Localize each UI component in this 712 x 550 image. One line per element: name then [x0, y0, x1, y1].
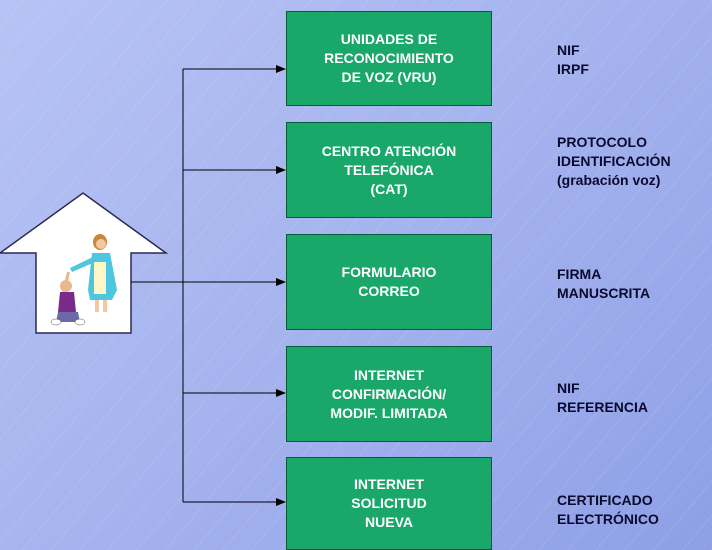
box-line: TELEFÓNICA: [344, 161, 434, 178]
house-arrow-icon: [0, 192, 169, 334]
note-line: NIF: [557, 380, 580, 396]
note-vru: NIF IRPF: [557, 41, 589, 79]
box-line: SOLICITUD: [351, 495, 427, 511]
note-line: PROTOCOLO: [557, 134, 647, 150]
box-line: CENTRO ATENCIÓN: [321, 142, 457, 159]
connectors: [131, 65, 286, 506]
box-internet-solicitud: INTERNET SOLICITUD NUEVA: [286, 457, 492, 550]
box-line: DE VOZ (VRU): [341, 69, 437, 85]
box-line: NUEVA: [365, 514, 413, 530]
box-internet-confirmacion: INTERNET CONFIRMACIÓN/ MODIF. LIMITADA: [286, 346, 492, 442]
note-line: CERTIFICADO: [557, 492, 653, 508]
box-line: CONFIRMACIÓN/: [331, 385, 447, 402]
box-line: INTERNET: [354, 366, 424, 383]
note-line: FIRMA: [557, 266, 602, 282]
note-line: IRPF: [557, 61, 589, 77]
note-line: NIF: [557, 42, 580, 58]
box-formulario: FORMULARIO CORREO: [286, 234, 492, 330]
note-internet-solicitud: CERTIFICADO ELECTRÓNICO: [557, 491, 659, 529]
note-line: IDENTIFICACIÓN: [557, 153, 671, 169]
mother-child-icon: [50, 234, 117, 326]
box-line: MODIF. LIMITADA: [330, 404, 448, 421]
note-line: MANUSCRITA: [557, 285, 651, 301]
note-line: (grabación voz): [557, 172, 661, 188]
box-line: INTERNET: [354, 476, 424, 492]
box-line: (CAT): [370, 180, 408, 197]
note-cat: PROTOCOLO IDENTIFICACIÓN (grabación voz): [557, 133, 671, 190]
note-formulario: FIRMA MANUSCRITA: [557, 265, 650, 303]
box-cat: CENTRO ATENCIÓN TELEFÓNICA (CAT): [286, 122, 492, 218]
box-line: CORREO: [358, 283, 420, 299]
box-line: RECONOCIMIENTO: [324, 50, 454, 66]
box-line: FORMULARIO: [341, 264, 437, 280]
note-internet-confirmacion: NIF REFERENCIA: [557, 379, 648, 417]
note-line: ELECTRÓNICO: [557, 511, 659, 527]
box-vru: UNIDADES DE RECONOCIMIENTO DE VOZ (VRU): [286, 11, 492, 106]
note-line: REFERENCIA: [557, 399, 649, 415]
box-line: UNIDADES DE: [340, 31, 438, 47]
